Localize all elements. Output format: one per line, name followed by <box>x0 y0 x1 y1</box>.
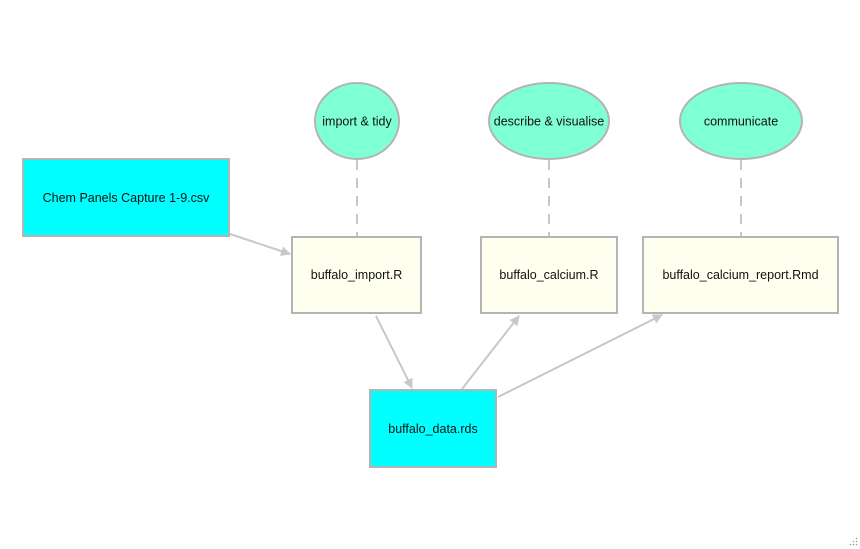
node-buffalo-calcium-report-rmd[interactable]: buffalo_calcium_report.Rmd <box>642 236 839 314</box>
node-communicate[interactable]: communicate <box>679 82 803 160</box>
edge-data-to-report <box>497 314 663 398</box>
edge-import-to-data <box>375 315 413 389</box>
node-describe-visualise[interactable]: describe & visualise <box>488 82 610 160</box>
node-chem-panels-csv[interactable]: Chem Panels Capture 1-9.csv <box>22 158 230 237</box>
edge-data-to-calcium <box>461 315 520 390</box>
node-buffalo-data-rds[interactable]: buffalo_data.rds <box>369 389 497 468</box>
node-buffalo-import-r[interactable]: buffalo_import.R <box>291 236 422 314</box>
node-buffalo-calcium-r[interactable]: buffalo_calcium.R <box>480 236 618 314</box>
node-label: import & tidy <box>322 115 392 129</box>
node-label: buffalo_calcium.R <box>499 268 598 282</box>
node-label: buffalo_data.rds <box>388 422 477 436</box>
edge-csv-to-import <box>229 233 291 256</box>
node-label: communicate <box>704 115 778 129</box>
node-label: buffalo_import.R <box>311 268 403 282</box>
node-label: Chem Panels Capture 1-9.csv <box>43 191 210 205</box>
edges <box>229 160 742 398</box>
node-label: describe & visualise <box>494 115 605 129</box>
resize-grip-icon[interactable] <box>848 537 858 547</box>
node-label: buffalo_calcium_report.Rmd <box>662 268 818 282</box>
node-import-tidy[interactable]: import & tidy <box>314 82 400 160</box>
